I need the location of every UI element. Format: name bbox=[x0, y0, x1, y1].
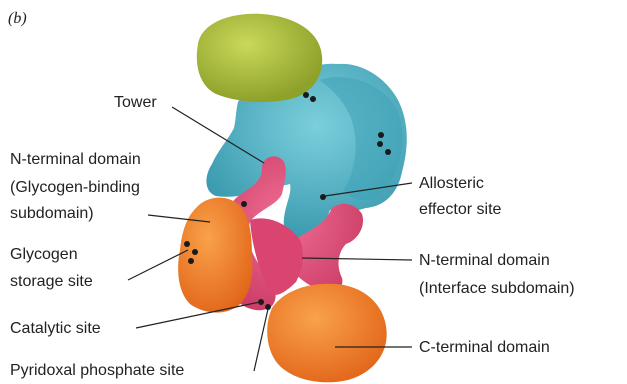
n-terminal-glycogen-label-line1: N-terminal domain bbox=[10, 150, 141, 170]
n-terminal-interface-label-line1: N-terminal domain bbox=[419, 251, 550, 271]
glycogen-storage-dot bbox=[184, 241, 190, 247]
n-terminal-glycogen-label-line3: subdomain) bbox=[10, 204, 94, 224]
glycogen-storage-dot bbox=[192, 249, 198, 255]
tower-dot bbox=[303, 92, 309, 98]
allosteric-dot bbox=[320, 194, 326, 200]
blue-right-dot bbox=[377, 141, 383, 147]
pyridoxal-leader bbox=[254, 309, 268, 371]
orange-glycogen-binding-subdomain bbox=[178, 198, 252, 313]
allosteric-label-line1: Allosteric bbox=[419, 174, 484, 194]
c-terminal-domain-label: C-terminal domain bbox=[419, 338, 550, 358]
catalytic-site-label: Catalytic site bbox=[10, 319, 101, 339]
allosteric-label-line2: effector site bbox=[419, 200, 501, 220]
glycogen-storage-label-line1: Glycogen bbox=[10, 245, 78, 265]
n-terminal-glycogen-label-line2: (Glycogen-binding bbox=[10, 178, 140, 198]
blue-right-dot bbox=[385, 149, 391, 155]
tower-label: Tower bbox=[114, 93, 157, 113]
pyridoxal-phosphate-site-label: Pyridoxal phosphate site bbox=[10, 361, 184, 381]
tower-dot bbox=[310, 96, 316, 102]
blue-right-dot bbox=[378, 132, 384, 138]
glycogen-storage-label-line2: storage site bbox=[10, 272, 93, 292]
n-terminal-interface-label-line2: (Interface subdomain) bbox=[419, 279, 575, 299]
orange-c-terminal-domain bbox=[267, 284, 386, 383]
glycogen-storage-dot bbox=[188, 258, 194, 264]
green-domain bbox=[197, 14, 322, 102]
n-terminal-dot bbox=[241, 201, 247, 207]
